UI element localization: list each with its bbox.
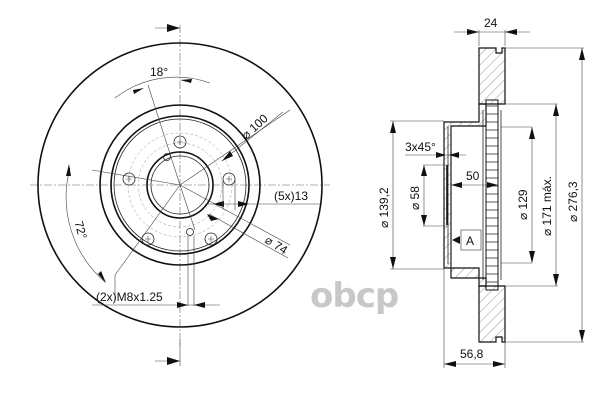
threaded-hole: [186, 228, 194, 236]
total-height-label: 56,8: [460, 347, 484, 361]
hat-section: [443, 103, 487, 287]
angle-18-label: 18°: [150, 65, 168, 79]
threaded-hole-label: (2x)M8x1.25: [96, 290, 163, 304]
threaded-hole: [163, 153, 171, 161]
thickness-label: 24: [484, 16, 498, 30]
chamfer-label: 3x45°: [405, 140, 436, 154]
pcd-diameter-label: ⌀ 100: [239, 111, 271, 142]
watermark-logo: obcp: [310, 276, 398, 316]
bolt-holes: [122, 135, 236, 246]
inner-diameter-label: ⌀ 129: [516, 189, 530, 220]
bore-diameter-label: ⌀ 58: [408, 186, 422, 210]
section-view: 24 ⌀ 139,2 3x45° ⌀ 58 50 A: [377, 16, 585, 368]
bolt-hole-label: (5x)13: [274, 189, 308, 203]
center-bore-label: ⌀ 74: [262, 233, 290, 258]
hat-depth-label: 50: [466, 169, 480, 183]
friction-ring-top: [478, 47, 506, 105]
friction-ring-inner-edge: [99, 104, 261, 266]
friction-diameter-label: ⌀ 171 máx.: [540, 176, 554, 236]
hat-diameter-label: ⌀ 139,2: [377, 187, 391, 228]
center-bore: [146, 151, 214, 219]
friction-ring-bottom: [478, 285, 506, 343]
vent-fins: [486, 105, 498, 283]
datum-box: [460, 229, 482, 251]
pcd-circle: [127, 132, 233, 238]
front-view: 18° 72° ⌀ 100 (5x)13 ⌀ 74 (2x)M8x1.25: [30, 24, 330, 366]
outer-disc-edge: [37, 42, 323, 328]
angle-72-label: 72°: [72, 219, 90, 240]
datum-label: A: [466, 234, 474, 248]
outer-diameter-label: ⌀ 276,3: [566, 181, 580, 222]
